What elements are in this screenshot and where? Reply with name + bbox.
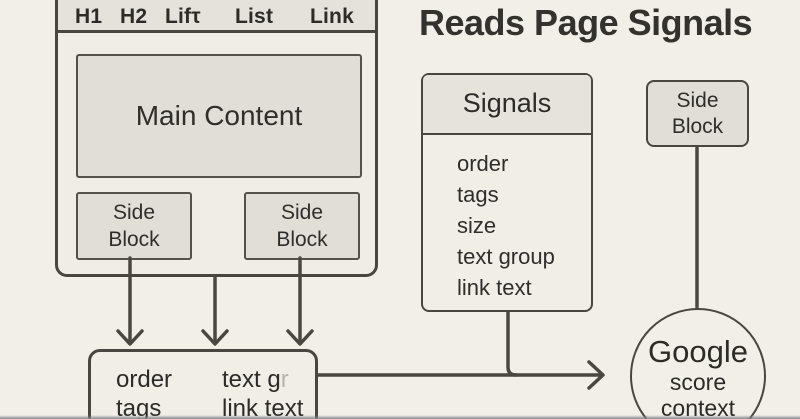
side-block-right-label-line1: Side xyxy=(280,201,324,224)
arrow-to-google-head xyxy=(587,360,605,390)
arrow-left-head xyxy=(116,329,144,346)
signals-list: order tags size text group link text xyxy=(423,135,591,303)
output-column-1: order tags xyxy=(116,365,172,419)
google-score-label: score xyxy=(669,369,727,395)
browser-tab-link: Link xyxy=(310,5,354,28)
signal-item-order: order xyxy=(457,150,509,176)
browser-tab-h2: H2 xyxy=(120,5,148,28)
browser-tab-list: List xyxy=(235,5,274,28)
google-node: Google score context xyxy=(630,308,766,419)
side-block-solo-label-line1: Side xyxy=(676,88,719,112)
signals-box-header: Signals xyxy=(423,75,591,135)
side-block-right-label-line2: Block xyxy=(276,228,328,251)
browser-tab-h1: H1 xyxy=(75,5,103,28)
page-title: Reads Page Signals xyxy=(419,2,753,43)
signals-box: Signals order tags size text group link … xyxy=(421,73,593,312)
signal-item-tags: tags xyxy=(457,181,499,207)
output-item-faded-letter: r xyxy=(280,366,289,393)
signals-box-title: Signals xyxy=(462,88,552,119)
photo-bottom-edge xyxy=(0,415,800,419)
google-label: Google xyxy=(648,334,748,369)
side-block-solo-label-line2: Block xyxy=(671,114,724,138)
browser-tab-lift: Lifτ xyxy=(165,5,201,28)
side-block-solo: Side Block xyxy=(646,80,749,147)
arrow-right-head xyxy=(286,329,314,346)
signal-item-text-group: text group xyxy=(457,243,555,269)
output-item-order: order xyxy=(116,366,173,393)
side-block-left: Side Block xyxy=(76,192,192,260)
output-box: order tags text gr link text xyxy=(88,349,318,419)
side-block-left-label-line1: Side xyxy=(112,201,156,224)
signals-drop-line xyxy=(506,310,518,377)
output-column-2: text gr link text xyxy=(222,365,303,419)
signal-item-link-text: link text xyxy=(457,274,532,300)
signal-item-size: size xyxy=(457,212,497,238)
output-item-text-group: text gr xyxy=(222,366,289,393)
side-block-right: Side Block xyxy=(244,192,360,260)
browser-header-bar: H1 H2 Lifτ List Link xyxy=(55,0,378,33)
main-content-block: Main Content xyxy=(76,54,362,178)
browser-wireframe: H1 H2 Lifτ List Link Main Content Side B… xyxy=(55,0,378,277)
arrow-center-head xyxy=(201,329,229,346)
side-block-left-label-line2: Block xyxy=(108,228,160,251)
main-content-label: Main Content xyxy=(135,100,303,131)
